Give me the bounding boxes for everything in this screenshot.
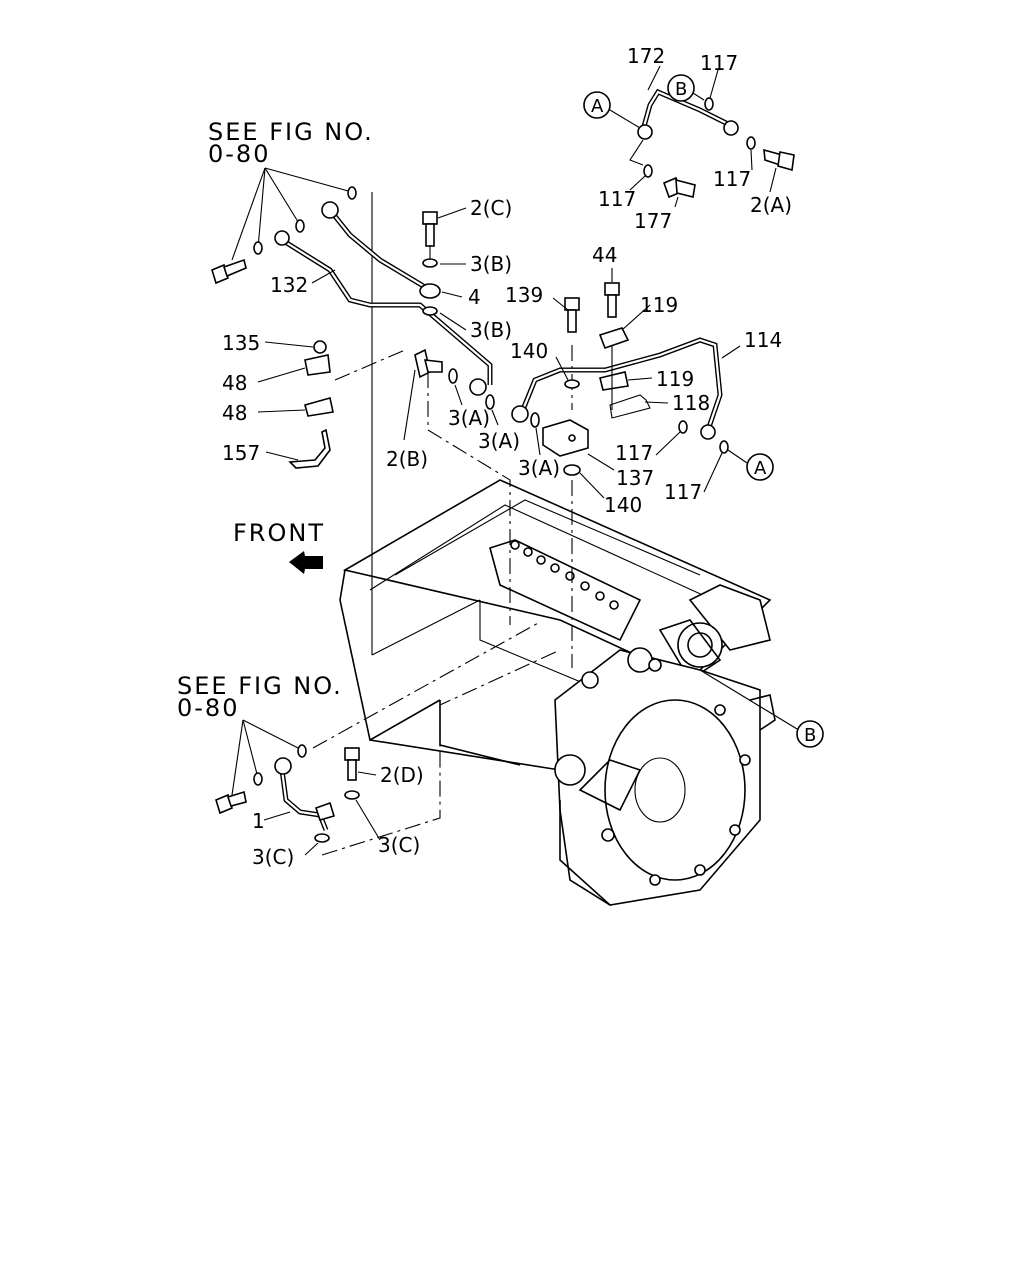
bolt-177 <box>662 176 696 199</box>
label-2c: 2(C) <box>470 196 512 220</box>
reference-top-line1: SEE FIG NO. <box>208 118 374 146</box>
phantom-lines <box>312 192 803 856</box>
label-2d: 2(D) <box>380 763 424 787</box>
clamp-48-upper <box>304 354 331 376</box>
nut-135 <box>313 340 327 354</box>
eye-bolt-4 <box>419 283 441 299</box>
label-137: 137 <box>616 466 654 490</box>
bolt-top-left <box>211 258 247 285</box>
reference-top-line2: 0-80 <box>208 140 270 168</box>
washer-3a-2 <box>485 394 495 410</box>
reference-bottom-line2: 0-80 <box>177 694 239 722</box>
callout-a-top: A <box>583 91 641 129</box>
reference-top: SEE FIG NO. 0-80 <box>208 118 374 285</box>
label-48-b: 48 <box>222 401 247 425</box>
bolt-bottom-left <box>215 790 247 815</box>
callout-b-right: B <box>796 720 824 748</box>
label-117-d: 117 <box>615 441 653 465</box>
bolt-2b <box>414 348 443 379</box>
bracket-157 <box>288 428 331 469</box>
label-132: 132 <box>270 273 308 297</box>
label-157: 157 <box>222 441 260 465</box>
pipe-114 <box>511 337 723 440</box>
washer-3c-1 <box>344 790 360 800</box>
bolt-2c <box>422 211 438 262</box>
label-48-a: 48 <box>222 371 247 395</box>
plate-118 <box>609 394 651 419</box>
pipe-upper <box>321 201 432 293</box>
label-3b-a: 3(B) <box>470 252 512 276</box>
washer-3b-lower <box>422 306 438 316</box>
svg-text:B: B <box>675 79 687 100</box>
front-indicator: FRONT <box>233 519 325 574</box>
label-2a: 2(A) <box>750 193 792 217</box>
label-172: 172 <box>627 44 665 68</box>
washer-3c-2 <box>314 833 330 843</box>
washer-3b-upper <box>422 258 438 268</box>
label-3a-c: 3(A) <box>518 456 560 480</box>
label-3c-a: 3(C) <box>252 845 294 869</box>
label-1: 1 <box>252 809 265 833</box>
part-labels: 172 117 117 117 177 2(A) 2(C) 3(B) 4 3(B… <box>222 44 792 869</box>
label-leaders <box>257 65 777 856</box>
svg-text:A: A <box>754 458 767 479</box>
label-3a-b: 3(A) <box>478 429 520 453</box>
label-3b-b: 3(B) <box>470 318 512 342</box>
clamp-119-upper <box>598 327 630 350</box>
label-118: 118 <box>672 391 710 415</box>
front-arrow-icon <box>289 551 323 574</box>
label-117-a: 117 <box>700 51 738 75</box>
bolt-44 <box>604 282 620 318</box>
bolt-139 <box>564 297 580 333</box>
washer-3a-3 <box>530 412 540 428</box>
washer-117-e <box>719 440 729 454</box>
label-117-b: 117 <box>598 187 636 211</box>
label-140-a: 140 <box>510 339 548 363</box>
reference-bottom-line1: SEE FIG NO. <box>177 672 343 700</box>
label-140-b: 140 <box>604 493 642 517</box>
label-3a-a: 3(A) <box>448 406 490 430</box>
label-44: 44 <box>592 243 617 267</box>
label-2b: 2(B) <box>386 447 428 471</box>
bolt-2a <box>763 148 795 172</box>
washer-140-lower <box>563 464 581 476</box>
front-label: FRONT <box>233 519 325 547</box>
label-177: 177 <box>634 209 672 233</box>
engine-block <box>339 479 776 906</box>
flywheel-housing <box>554 647 776 906</box>
block-137 <box>542 419 589 457</box>
label-3c-b: 3(C) <box>378 833 420 857</box>
label-139: 139 <box>505 283 543 307</box>
clamp-119-lower <box>599 371 629 391</box>
washer-140-upper <box>564 379 580 389</box>
washer-3a-1 <box>448 368 458 384</box>
callout-a-right: A <box>727 449 774 481</box>
label-117-c: 117 <box>713 167 751 191</box>
callout-b-top: B <box>667 74 705 102</box>
clamp-48-lower <box>304 397 334 417</box>
bolt-2d <box>344 747 360 781</box>
svg-text:B: B <box>804 725 816 746</box>
injection-pump <box>489 539 642 642</box>
turbocharger <box>658 584 771 682</box>
svg-text:A: A <box>591 96 604 117</box>
label-117-e: 117 <box>664 480 702 504</box>
detail-top-right <box>629 88 795 199</box>
label-4: 4 <box>468 285 481 309</box>
reference-bottom: SEE FIG NO. 0-80 <box>177 672 343 815</box>
washer-117-d <box>678 420 688 434</box>
pipe-132 <box>274 230 493 396</box>
pipe-1 <box>274 757 336 831</box>
label-119-b: 119 <box>656 367 694 391</box>
label-119-a: 119 <box>640 293 678 317</box>
label-135: 135 <box>222 331 260 355</box>
label-114: 114 <box>744 328 782 352</box>
